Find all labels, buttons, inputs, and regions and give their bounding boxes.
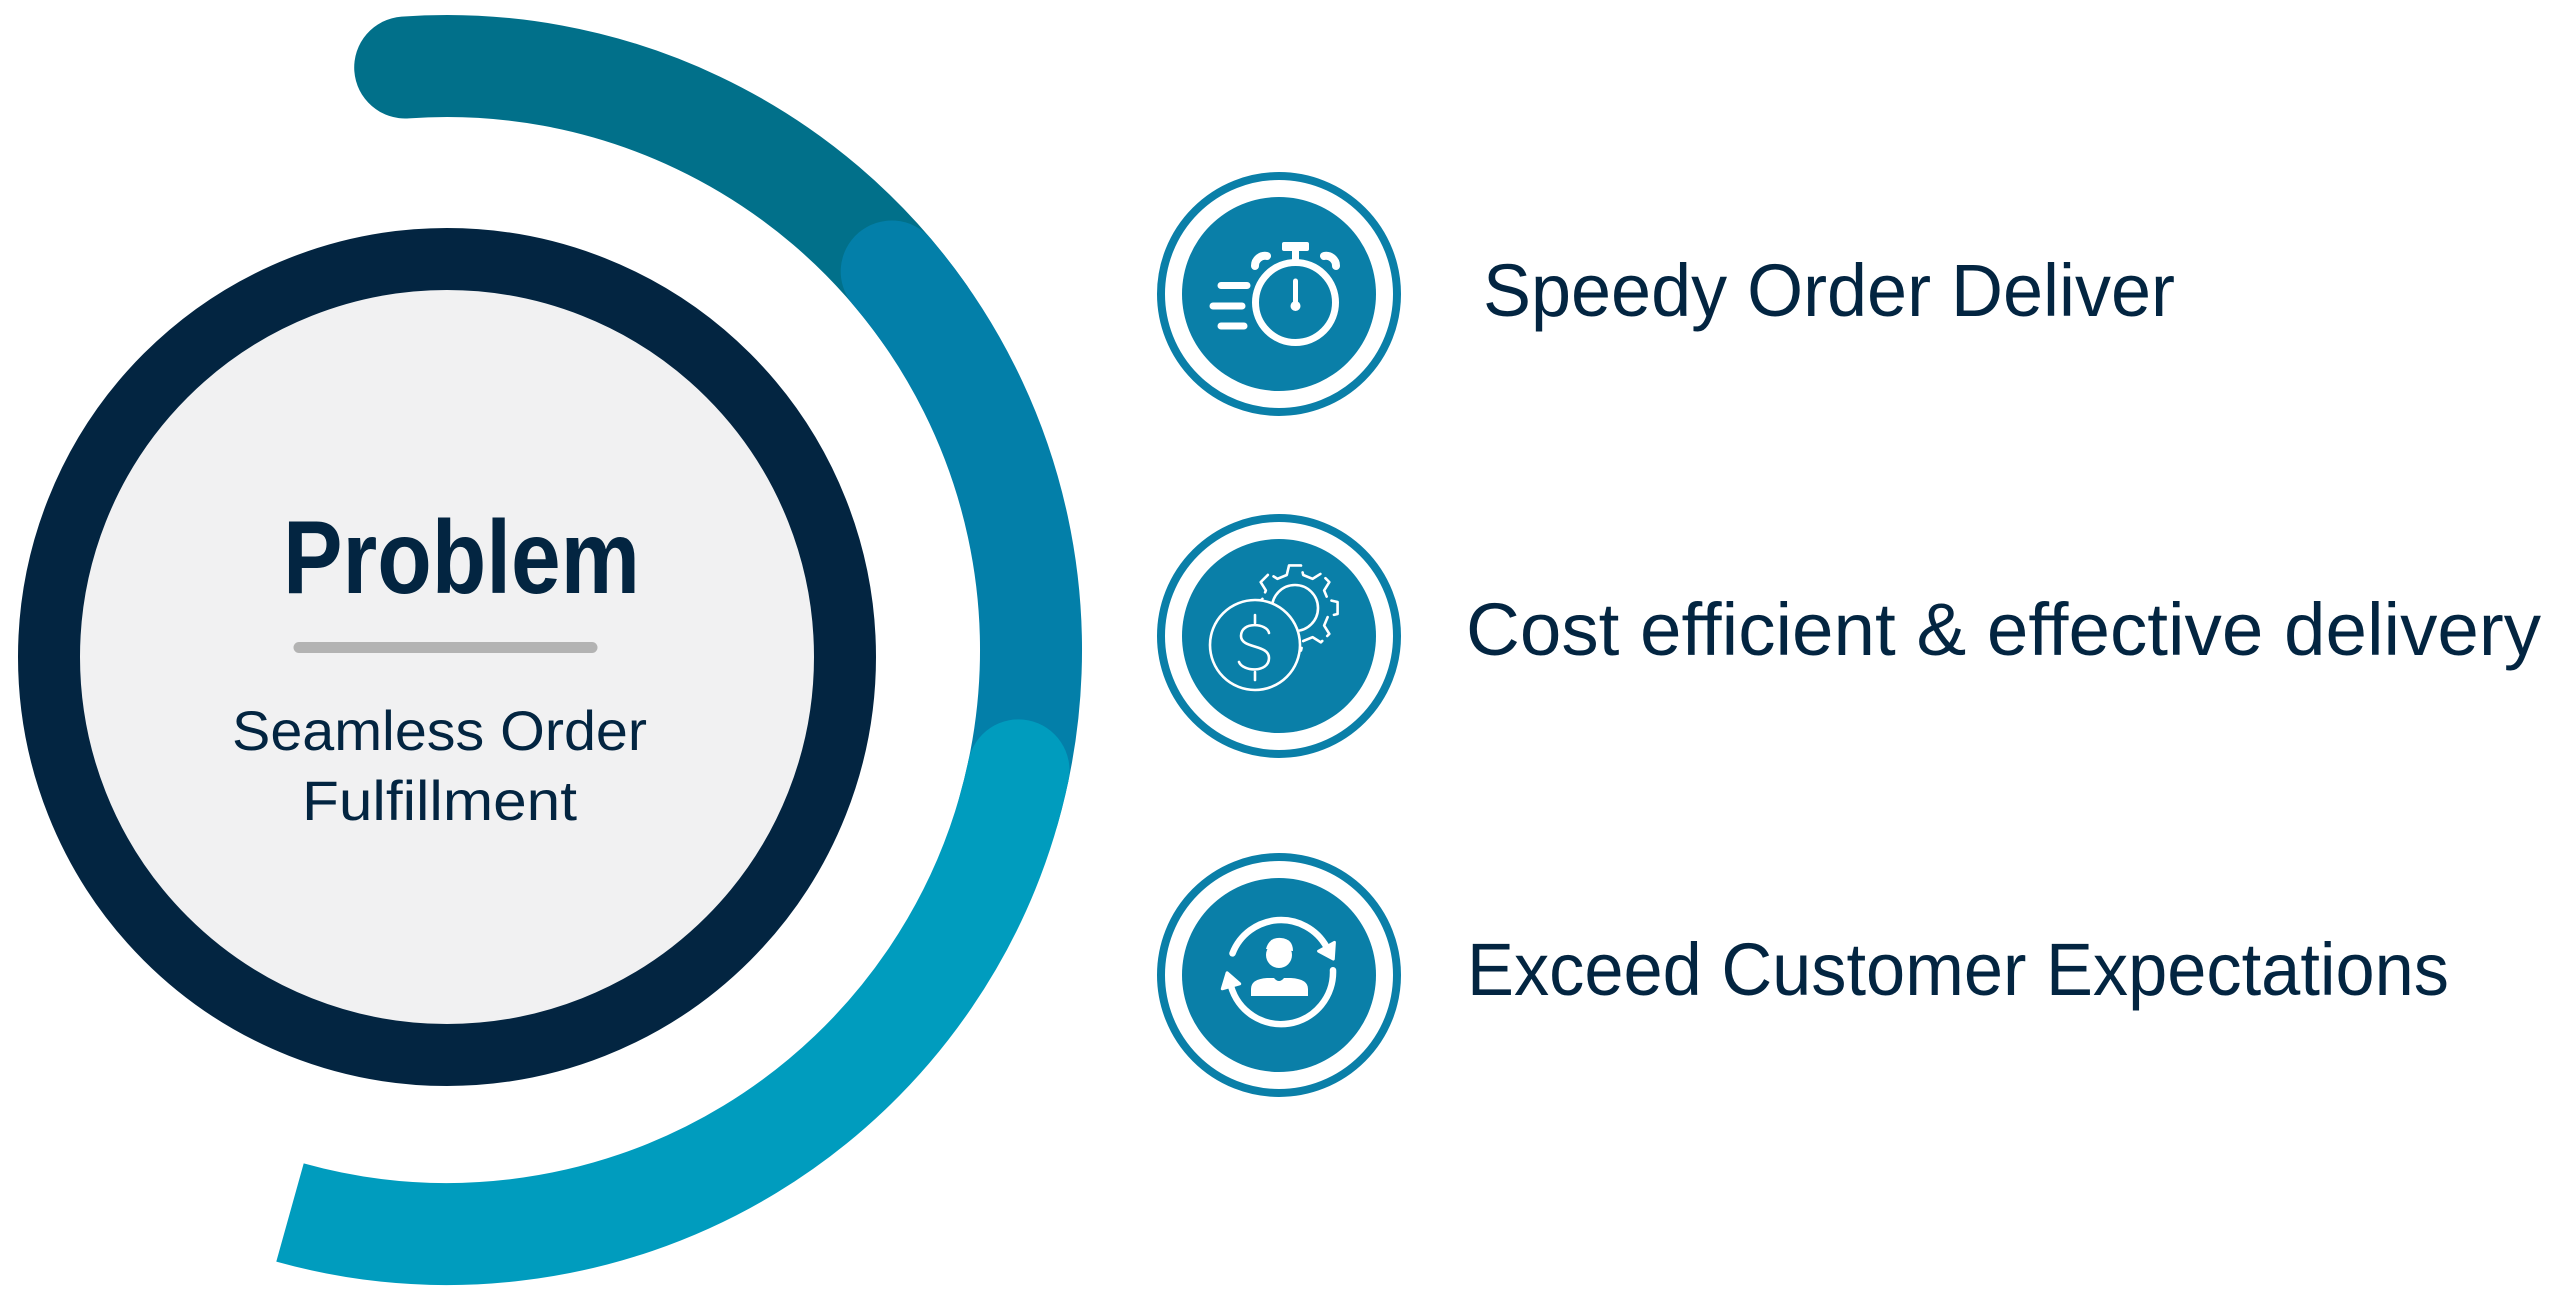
- icon-badge: [1182, 878, 1376, 1072]
- center-subtitle-line-1: Seamless Order: [232, 699, 647, 762]
- item-label: Exceed Customer Expectations: [1467, 928, 2449, 1011]
- icon-outer-ring: [1157, 853, 1401, 1097]
- icon-outer-ring: [1157, 514, 1401, 758]
- item-label: Speedy Order Deliver: [1483, 249, 2175, 332]
- person-icon: [1251, 937, 1308, 996]
- refresh-arrows-icon: [1220, 916, 1337, 1028]
- center-ring: [18, 228, 876, 1086]
- center-circle: Problem Seamless Order Fulfillment: [18, 228, 876, 1086]
- center-title: Problem: [283, 500, 640, 616]
- item-customer-expectations: Exceed Customer Expectations: [1157, 853, 2449, 1097]
- coin-gear-icon: [1157, 514, 1401, 758]
- arc-segment-3-cap: [967, 719, 1070, 822]
- customer-refresh-icon: [1157, 853, 1401, 1097]
- icon-outer-ring: [1157, 172, 1401, 416]
- dollar-icon: [1237, 623, 1271, 671]
- icon-badge: [1182, 197, 1376, 391]
- arc-segment-3: [276, 759, 1069, 1286]
- center-subtitle-line-2: Fulfillment: [302, 769, 577, 832]
- item-cost-efficient: Cost efficient & effective delivery: [1157, 514, 2541, 758]
- coin-icon: [1208, 598, 1302, 692]
- stopwatch-icon: [1157, 172, 1401, 416]
- item-speedy-delivery: Speedy Order Deliver: [1157, 172, 2175, 416]
- item-label: Cost efficient & effective delivery: [1466, 588, 2541, 671]
- progress-arc: [276, 15, 1082, 1286]
